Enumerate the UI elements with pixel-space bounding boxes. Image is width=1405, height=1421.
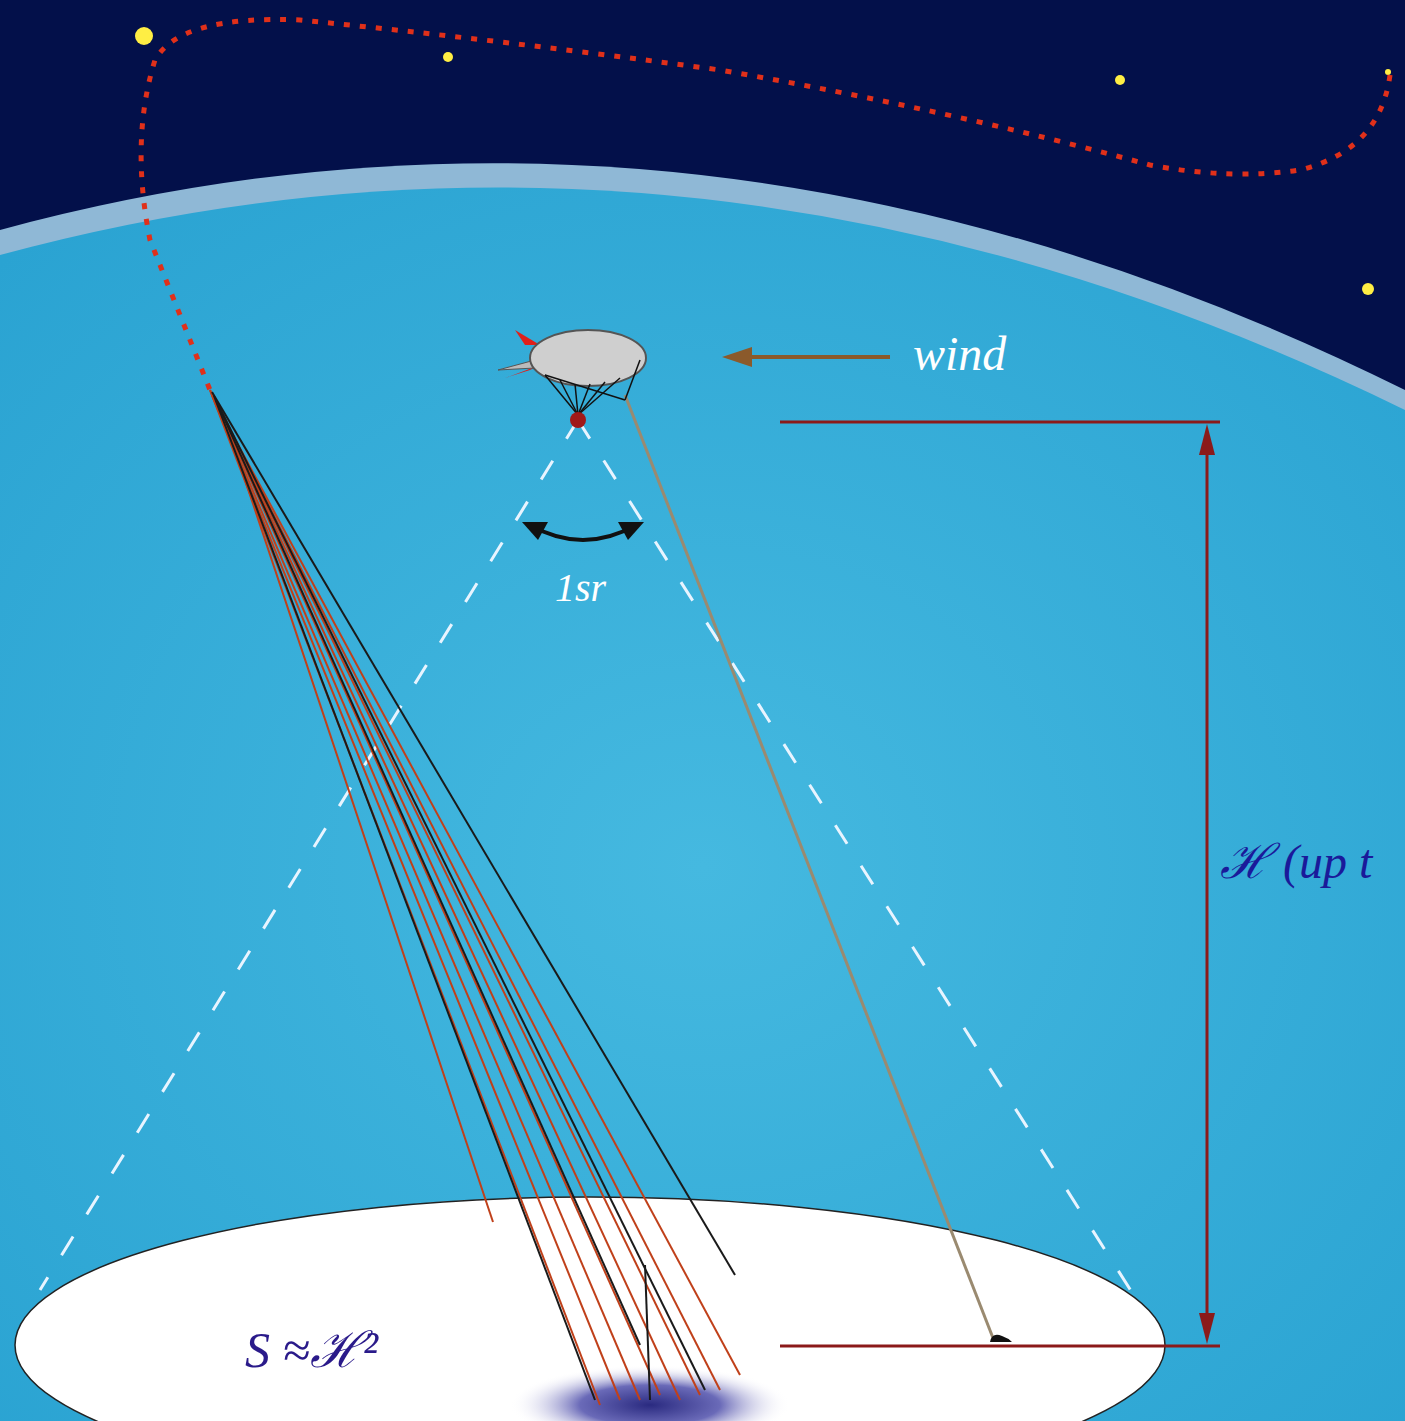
shower-ray	[212, 395, 640, 1400]
height-label: ℋ (up t	[1220, 838, 1372, 886]
shower-ray	[225, 420, 493, 1222]
shower-ray	[210, 390, 620, 1400]
arrowhead	[1199, 424, 1215, 455]
star	[1385, 69, 1391, 75]
shower-ray	[218, 404, 705, 1390]
shower-ray	[222, 415, 740, 1375]
star	[1115, 75, 1125, 85]
winch	[990, 1335, 1012, 1342]
stars	[135, 27, 1391, 295]
star	[135, 27, 153, 45]
solid-angle-label: 1sr	[555, 568, 606, 608]
shower-ray	[214, 398, 660, 1395]
area-label: S ≈ℋ²	[245, 1325, 378, 1375]
star	[1362, 283, 1374, 295]
arrowhead	[522, 522, 548, 540]
arrowhead	[722, 347, 752, 367]
height-marker	[780, 422, 1220, 1346]
field-of-view-cone	[40, 420, 1140, 1305]
tether	[625, 395, 993, 1338]
star	[443, 52, 453, 62]
shower-ray	[212, 392, 735, 1275]
airship-fin	[515, 330, 540, 345]
shower-ray	[645, 1265, 650, 1400]
arrowhead	[1199, 1313, 1215, 1344]
airship-rigging	[545, 360, 640, 415]
shower-ray	[210, 390, 600, 1405]
arrowhead	[618, 522, 644, 540]
airship	[498, 330, 646, 428]
wind-label: wind	[913, 330, 1006, 378]
cone-edge	[578, 420, 1140, 1305]
shower-ray	[214, 396, 595, 1400]
cone-edge	[40, 420, 578, 1290]
shower-ray	[216, 400, 680, 1400]
shower-ray	[220, 410, 720, 1390]
detector	[570, 412, 586, 428]
shower-ray	[218, 405, 700, 1395]
particle-track	[141, 20, 1390, 391]
dimension-line	[1206, 440, 1209, 1328]
shower-ray	[216, 400, 640, 1345]
air-shower	[210, 390, 740, 1405]
solid-angle-arc	[530, 525, 636, 540]
dimension-line	[780, 421, 1220, 424]
dimension-line	[780, 1345, 1220, 1348]
wind-arrow	[745, 355, 890, 359]
